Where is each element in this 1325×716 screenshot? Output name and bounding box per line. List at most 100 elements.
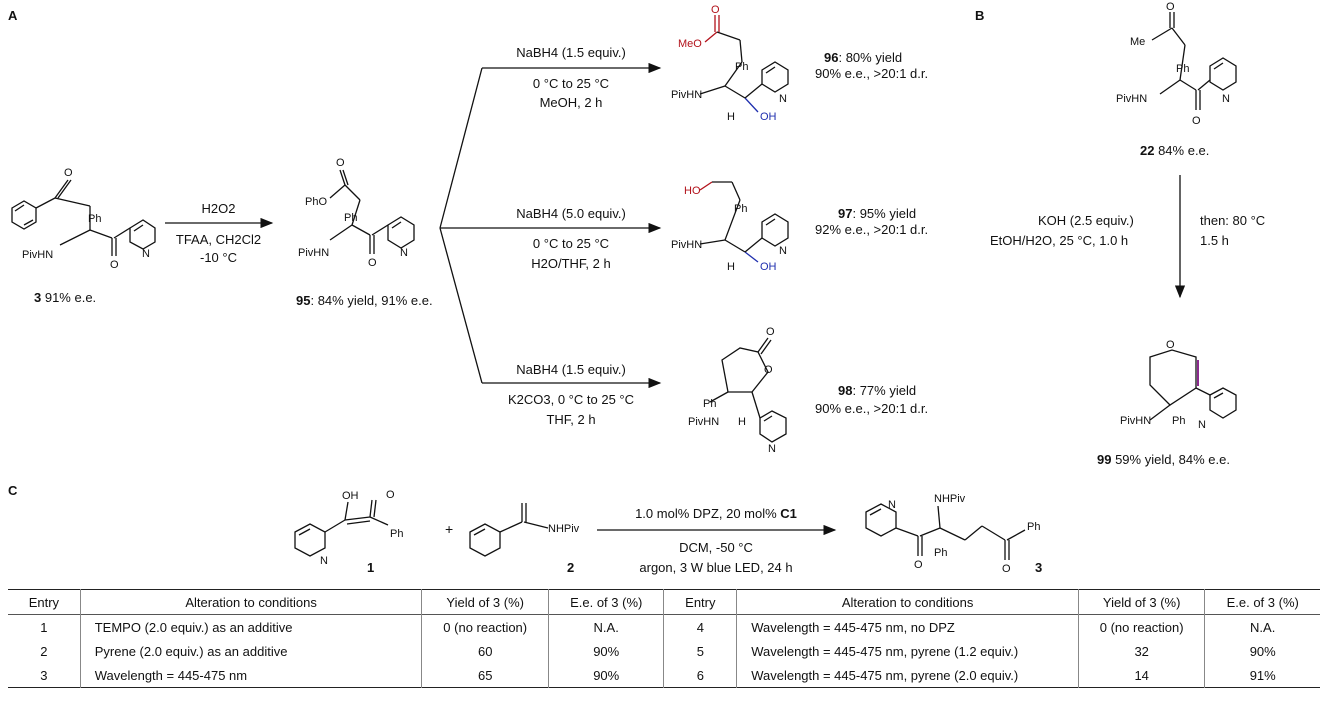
atom-h: H (727, 111, 735, 123)
atom-nhpiv: NHPiv (934, 493, 966, 505)
atom-o: O (64, 167, 73, 179)
cell-entry: 1 (40, 619, 48, 635)
atom-o: O (766, 326, 775, 338)
atom-ph: Ph (1027, 521, 1040, 533)
cell-entry: 6 (663, 663, 737, 688)
cell-ee: 90% (547, 639, 664, 663)
panel-label-a: A (8, 8, 18, 23)
atom-o: O (336, 157, 345, 169)
atom-ph: Ph (390, 528, 403, 540)
conditions-r97-line2: 0 °C to 25 °C (532, 236, 610, 251)
structure-96 (699, 15, 789, 113)
conditions-r99-right2: 1.5 h (1200, 233, 1229, 248)
label-compound-95: 95: 84% yield, 91% e.e. (296, 293, 433, 308)
atom-pivhn: PivHN (688, 416, 719, 428)
atom-o: O (1166, 1, 1175, 13)
conditions-panel-c-line3: argon, 3 W blue LED, 24 h (639, 560, 793, 575)
label-compound-97: 97: 95% yield (838, 206, 917, 221)
header-yield: Yield of 3 (%) (421, 589, 549, 615)
cell-entry: 5 (663, 639, 737, 663)
conditions-step1-line1: H2O2 (201, 201, 236, 216)
atom-pivhn: PivHN (671, 239, 702, 251)
cell-alteration: TEMPO (2.0 equiv.) as an additive (79, 614, 422, 639)
label-compound-98-line2: 90% e.e., >20:1 d.r. (815, 401, 929, 416)
atom-n: N (320, 555, 328, 567)
atom-labels: O Ph PivHN O N O PhO Ph PivHN O N O MeO … (22, 1, 1230, 575)
atom-o: O (368, 257, 377, 269)
atom-me: Me (1130, 36, 1145, 48)
cell-yield: 60 (421, 639, 549, 663)
atom-ph: Ph (88, 213, 101, 225)
cell-alteration: Wavelength = 445-475 nm, pyrene (2.0 equ… (736, 663, 1079, 688)
conditions-table: Entry Alteration to conditions Yield of … (8, 589, 1320, 688)
structure-97 (699, 181, 789, 263)
label-compound-97-line2: 92% e.e., >20:1 d.r. (815, 222, 929, 237)
atom-n: N (779, 245, 787, 257)
conditions-r96-line3: MeOH, 2 h (539, 95, 603, 110)
structure-1 (294, 499, 389, 557)
atom-o: O (110, 259, 119, 271)
cell-ee: 91% (1204, 663, 1320, 688)
conditions-r96-line2: 0 °C to 25 °C (532, 76, 610, 91)
cell-yield: 65 (421, 663, 549, 688)
cell-ee: N.A. (547, 614, 664, 639)
conditions-r97-line1: NaBH4 (5.0 equiv.) (516, 206, 626, 221)
structure-3-panel-c (865, 503, 1026, 560)
conditions-r98-line1: NaBH4 (1.5 equiv.) (516, 362, 626, 377)
cell-entry: 3 (40, 667, 48, 683)
header-alteration: Alteration to conditions (79, 589, 422, 615)
atom-ph: Ph (734, 203, 747, 215)
label-compound-2: 2 (567, 560, 575, 575)
conditions-r99-left2: EtOH/H2O, 25 °C, 1.0 h (990, 233, 1129, 248)
cell-yield: 14 (1077, 663, 1205, 688)
conditions-step1-line2: TFAA, CH2Cl2 (175, 232, 262, 247)
atom-n: N (1222, 93, 1230, 105)
atom-h: H (727, 261, 735, 273)
label-compound-3: 3 91% e.e. (34, 290, 97, 305)
header-ee: E.e. of 3 (%) (1204, 589, 1320, 615)
structure-3 (11, 179, 156, 256)
atom-n: N (1198, 419, 1206, 431)
atom-oh-blue: OH (760, 111, 777, 123)
conditions-r99-left1: KOH (2.5 equiv.) (1038, 213, 1134, 228)
cell-alteration: Wavelength = 445-475 nm (79, 663, 422, 688)
label-compound-99: 99 59% yield, 84% e.e. (1097, 452, 1230, 467)
table-row: 1 TEMPO (2.0 equiv.) as an additive 0 (n… (8, 614, 1320, 639)
header-entry: Entry (28, 594, 60, 610)
atom-pivhn: PivHN (1116, 93, 1147, 105)
atom-ho-red: HO (684, 185, 701, 197)
conditions-r99-right1: then: 80 °C (1200, 213, 1266, 228)
panel-label-c: C (8, 483, 18, 498)
structure-2 (469, 503, 549, 557)
arrow-branch-96 (439, 67, 483, 229)
cell-alteration: Wavelength = 445-475 nm, pyrene (1.2 equ… (736, 639, 1079, 663)
atom-o: O (914, 559, 923, 571)
conditions-r98-line3: THF, 2 h (546, 412, 596, 427)
label-compound-1: 1 (367, 560, 375, 575)
header-yield: Yield of 3 (%) (1077, 589, 1205, 615)
atom-pivhn: PivHN (22, 249, 53, 261)
header-alteration: Alteration to conditions (736, 589, 1079, 615)
atom-ph: Ph (344, 212, 357, 224)
atom-n: N (888, 499, 896, 511)
atom-n: N (400, 247, 408, 259)
plus-sign: + (445, 521, 453, 537)
structure-22 (1151, 12, 1237, 110)
table-header-row: Entry Alteration to conditions Yield of … (8, 589, 1320, 615)
atom-o: O (1192, 115, 1201, 127)
cell-alteration: Wavelength = 445-475 nm, no DPZ (736, 614, 1079, 639)
cell-entry: 4 (663, 614, 737, 639)
table-row: 2 Pyrene (2.0 equiv.) as an additive 60 … (8, 639, 1320, 663)
cell-ee: 90% (1204, 639, 1320, 663)
atom-ph: Ph (1172, 415, 1185, 427)
conditions-r96-line1: NaBH4 (1.5 equiv.) (516, 45, 626, 60)
cell-ee: N.A. (1204, 614, 1320, 639)
cell-ee: 90% (547, 663, 664, 688)
atom-pivhn: PivHN (1120, 415, 1151, 427)
table-row: 3 Wavelength = 445-475 nm 65 90% 6 Wavel… (8, 663, 1320, 688)
structure-99 (1149, 349, 1237, 421)
header-entry: Entry (663, 589, 737, 615)
header-ee: E.e. of 3 (%) (547, 589, 664, 615)
atom-oh-blue: OH (760, 261, 777, 273)
